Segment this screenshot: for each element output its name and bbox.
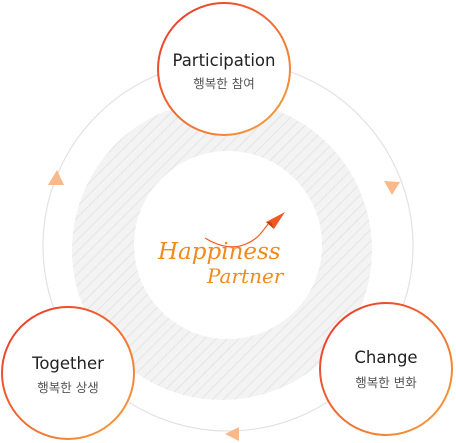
plane-trail: [204, 223, 269, 248]
brand-line-2: Partner: [206, 264, 285, 288]
node-together: Together 행복한 상생: [1, 306, 135, 440]
cycle-arrow-icon: [48, 170, 64, 185]
node-participation-circle: [157, 2, 291, 136]
node-change-title: Change: [354, 348, 417, 367]
node-participation: Participation 행복한 참여: [157, 2, 291, 136]
node-change-subtitle: 행복한 변화: [355, 375, 417, 390]
node-together-circle: [1, 306, 135, 440]
center-disc: [134, 151, 322, 339]
node-change: Change 행복한 변화: [319, 302, 453, 436]
node-together-title: Together: [31, 354, 104, 373]
cycle-arrow-icon: [384, 181, 400, 195]
brand-line-1: Happiness: [157, 239, 281, 265]
node-participation-subtitle: 행복한 참여: [193, 76, 254, 91]
node-together-subtitle: 행복한 상생: [37, 380, 98, 395]
paper-plane-icon: [266, 212, 285, 229]
center-brand: Happiness Partner: [157, 212, 285, 288]
node-change-circle: [319, 302, 453, 436]
cycle-arrow-icon: [225, 427, 239, 441]
node-participation-title: Participation: [172, 51, 275, 70]
